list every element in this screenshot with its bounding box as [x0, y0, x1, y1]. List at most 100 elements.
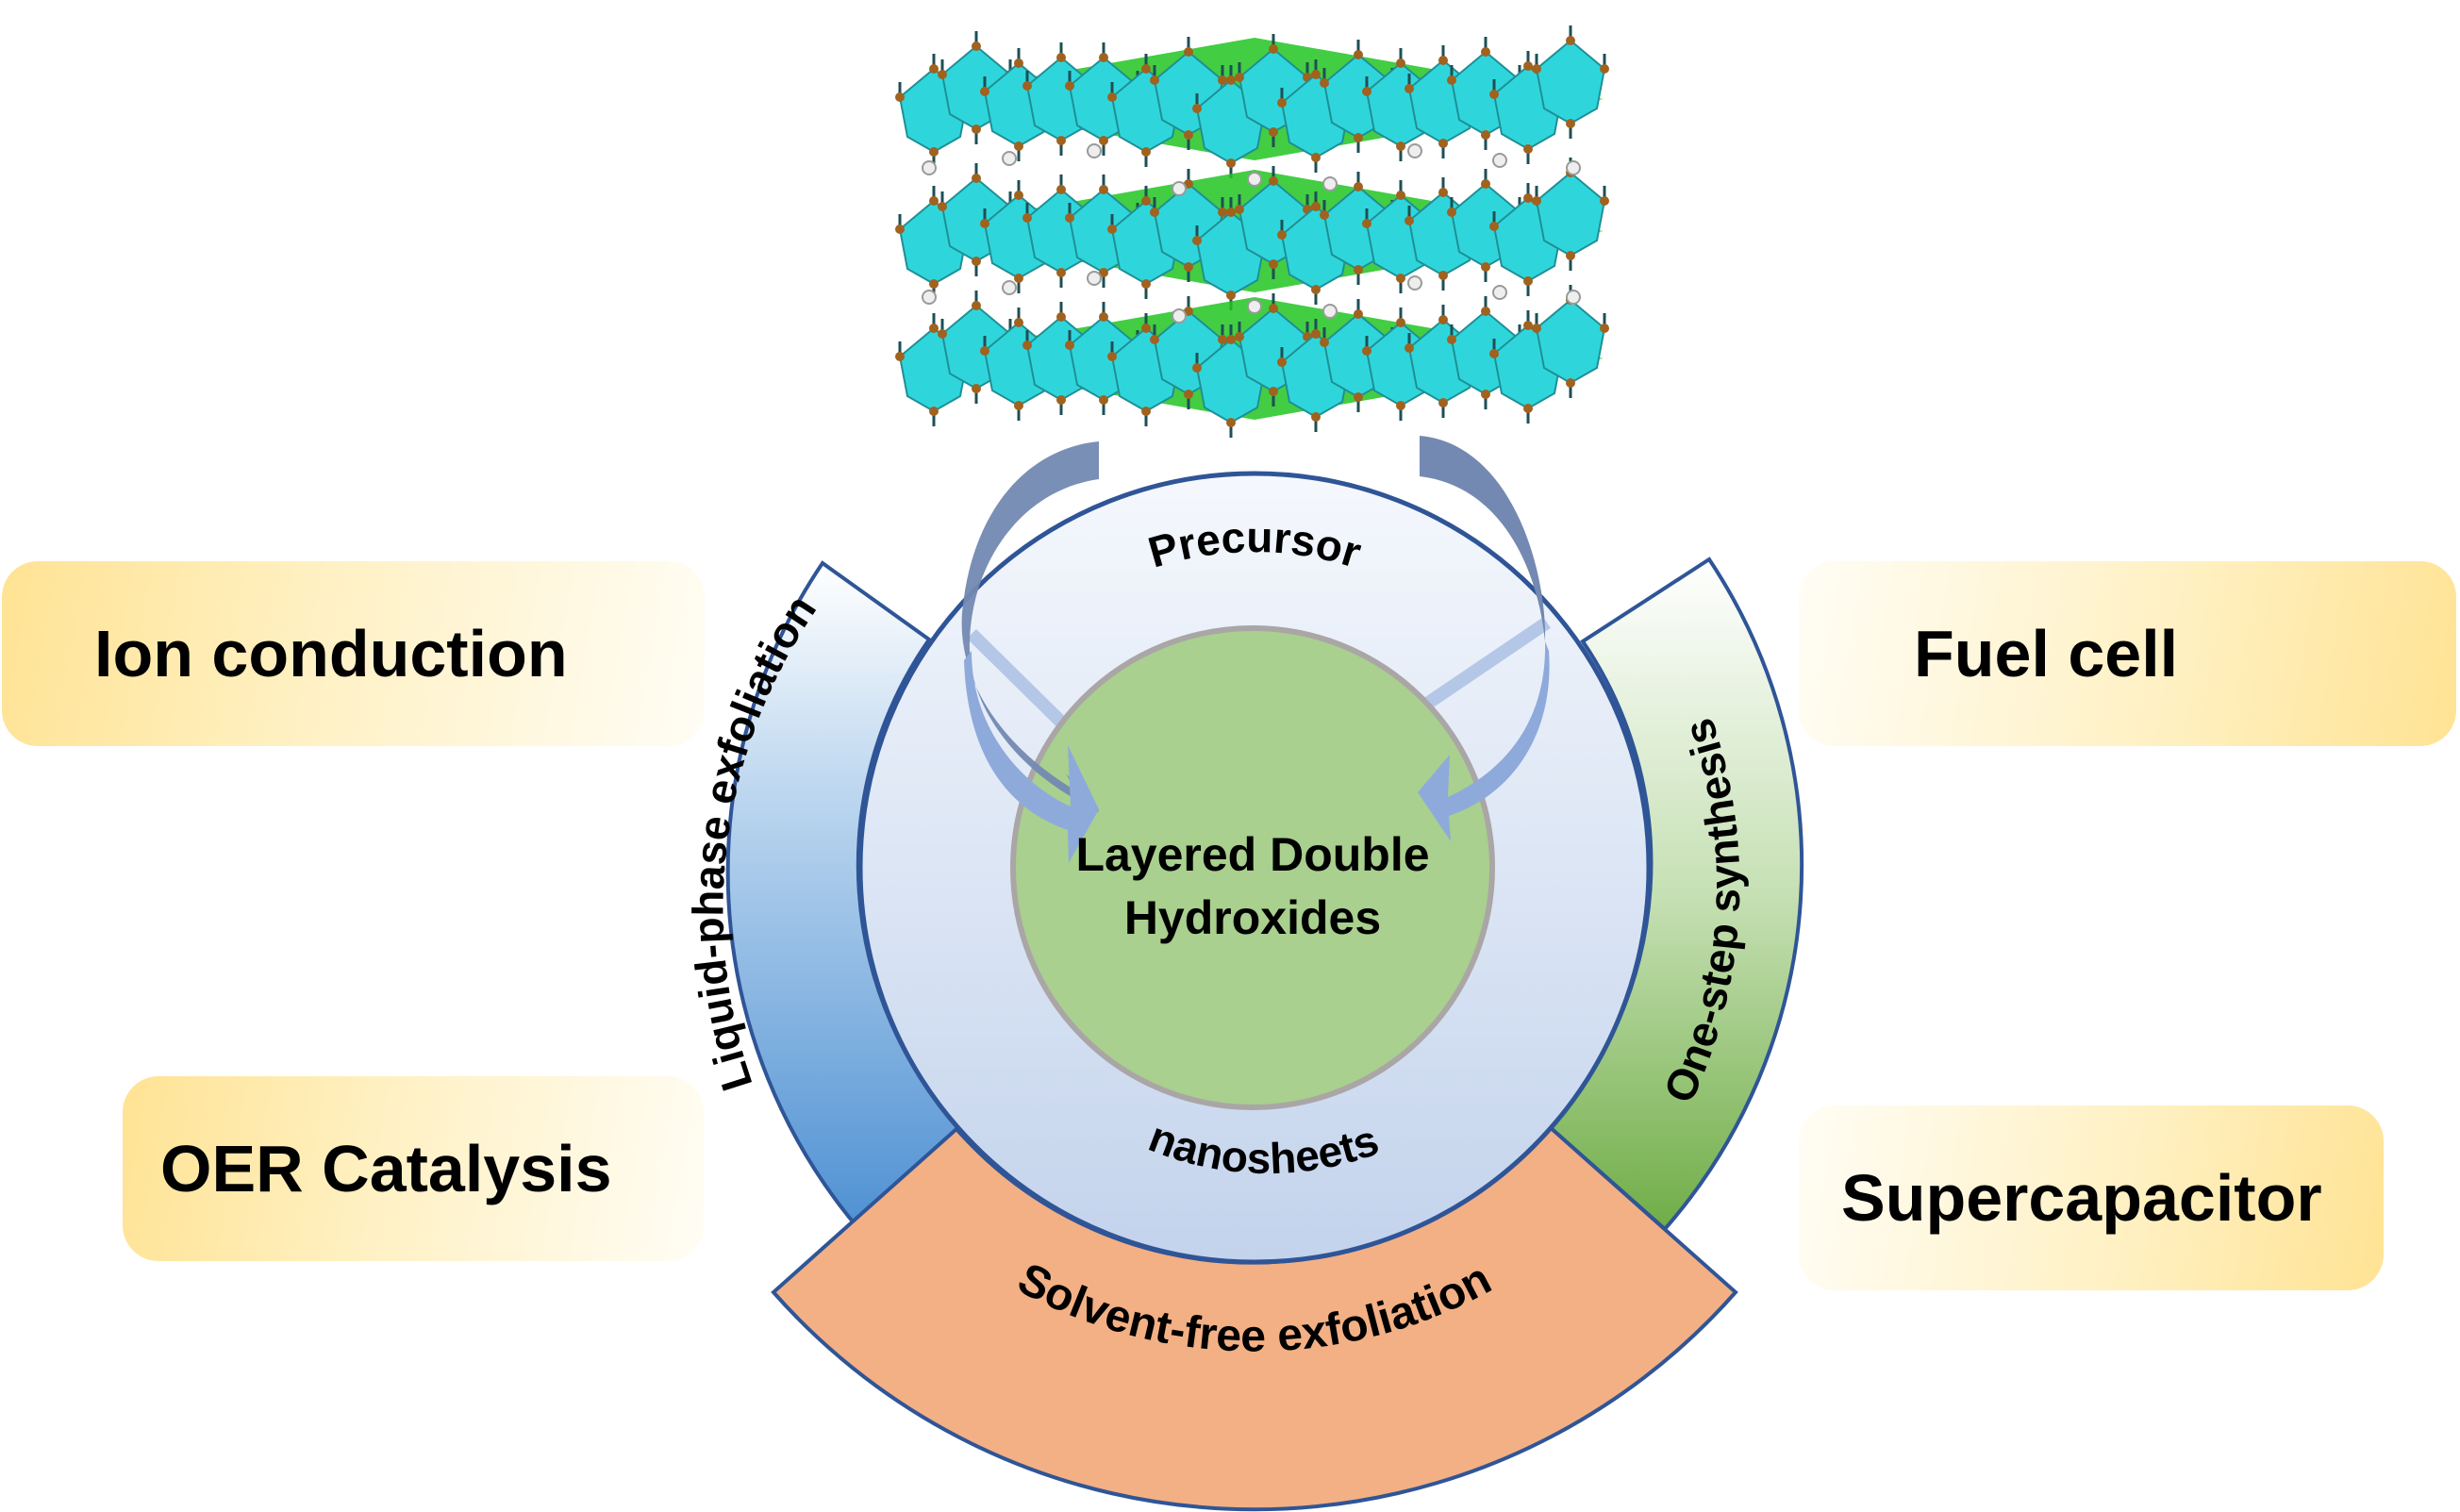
oxygen-atom [1320, 210, 1329, 220]
oxygen-atom [980, 346, 989, 356]
oxygen-atom [1150, 75, 1159, 85]
crystal-layer [895, 158, 1609, 310]
application-label: OER Catalysis [160, 1132, 612, 1205]
oxygen-atom [1056, 395, 1066, 405]
oxygen-atom [1184, 47, 1193, 57]
oxygen-atom [1184, 390, 1193, 399]
oxygen-atom [1056, 136, 1066, 145]
oxygen-atom [1099, 185, 1108, 194]
oxygen-atom [1226, 75, 1236, 85]
core-title-line1: Layered Double [1075, 828, 1429, 881]
oxygen-atom [1600, 64, 1609, 74]
oxygen-atom [1405, 216, 1414, 225]
oxygen-atom [1056, 53, 1066, 62]
oxygen-atom [1566, 119, 1575, 128]
oxygen-atom [1311, 202, 1321, 211]
oxygen-atom [1523, 404, 1533, 413]
oxygen-atom [1235, 205, 1244, 214]
oxygen-atom [1396, 191, 1405, 200]
oxygen-atom [1438, 315, 1448, 324]
core-title-line2: Hydroxides [1124, 891, 1381, 944]
oxygen-atom [1269, 176, 1278, 186]
oxygen-atom [1354, 182, 1363, 191]
oxygen-atom [1226, 335, 1236, 344]
oxygen-atom [929, 279, 939, 289]
oxygen-atom [1099, 268, 1108, 277]
oxygen-atom [1405, 84, 1414, 93]
crystal-layer [895, 25, 1609, 178]
interlayer-anion [1566, 160, 1581, 175]
oxygen-atom [980, 87, 989, 96]
oxygen-atom [1354, 265, 1363, 274]
oxygen-atom [1184, 262, 1193, 272]
oxygen-atom [1566, 378, 1575, 388]
interlayer-anion [1322, 304, 1338, 319]
oxygen-atom [1600, 196, 1609, 206]
arrow-right-head-icon [1418, 641, 1550, 841]
oxygen-atom [1141, 324, 1151, 333]
oxygen-atom [1065, 81, 1074, 91]
oxygen-atom [1065, 213, 1074, 223]
oxygen-atom [972, 301, 981, 310]
interlayer-anion [922, 160, 937, 175]
oxygen-atom [1141, 64, 1151, 74]
interlayer-anion [1407, 143, 1422, 158]
oxygen-atom [1311, 329, 1321, 339]
oxygen-atom [895, 224, 905, 234]
oxygen-atom [1150, 208, 1159, 217]
oxygen-atom [1141, 407, 1151, 416]
oxygen-atom [1184, 130, 1193, 140]
oxygen-atom [1235, 73, 1244, 82]
arrow-right-icon [1420, 436, 1546, 641]
oxygen-atom [1523, 144, 1533, 154]
interlayer-anion [1172, 181, 1187, 196]
oxygen-atom [1354, 392, 1363, 402]
application-box-fuel-cell: Fuel cell [1799, 561, 2456, 746]
oxygen-atom [1438, 188, 1448, 197]
oxygen-atom [972, 384, 981, 393]
oxygen-atom [1396, 318, 1405, 327]
oxygen-atom [1447, 335, 1456, 344]
oxygen-atom [1600, 324, 1609, 333]
ldh-crystal-structure [895, 25, 1609, 438]
oxygen-atom [1481, 130, 1490, 140]
oxygen-atom [1269, 387, 1278, 396]
oxygen-atom [1311, 285, 1321, 294]
oxygen-atom [1065, 341, 1074, 350]
oxygen-atom [1489, 90, 1499, 99]
oxygen-atom [895, 352, 905, 361]
application-box-oer-catalysis: OER Catalysis [123, 1076, 704, 1261]
oxygen-atom [972, 125, 981, 134]
interlayer-anion [922, 290, 937, 305]
oxygen-atom [1489, 349, 1499, 358]
oxygen-atom [1447, 75, 1456, 85]
ldh-core [1010, 625, 1495, 1110]
oxygen-atom [929, 407, 939, 416]
connector-line-left [967, 629, 1070, 730]
oxygen-atom [929, 64, 939, 74]
oxygen-atom [1532, 324, 1541, 333]
oxygen-atom [1099, 53, 1108, 62]
oxygen-atom [1141, 279, 1151, 289]
oxygen-atom [1235, 332, 1244, 341]
oxygen-atom [1269, 127, 1278, 137]
interlayer-anion [1322, 176, 1338, 191]
application-label: Ion conduction [94, 617, 568, 690]
oxygen-atom [1269, 44, 1278, 54]
oxygen-atom [1362, 219, 1371, 228]
interlayer-anion [1172, 308, 1187, 324]
oxygen-atom [1396, 58, 1405, 68]
oxygen-atom [1226, 208, 1236, 217]
oxygen-atom [972, 174, 981, 183]
interlayer-anion [1407, 275, 1422, 291]
oxygen-atom [1311, 70, 1321, 79]
oxygen-atom [1056, 185, 1066, 194]
oxygen-atom [929, 147, 939, 157]
arrow-left-head-icon [964, 651, 1099, 863]
oxygen-atom [1150, 335, 1159, 344]
oxygen-atom [938, 202, 947, 211]
oxygen-atom [980, 219, 989, 228]
oxygen-atom [1438, 56, 1448, 65]
